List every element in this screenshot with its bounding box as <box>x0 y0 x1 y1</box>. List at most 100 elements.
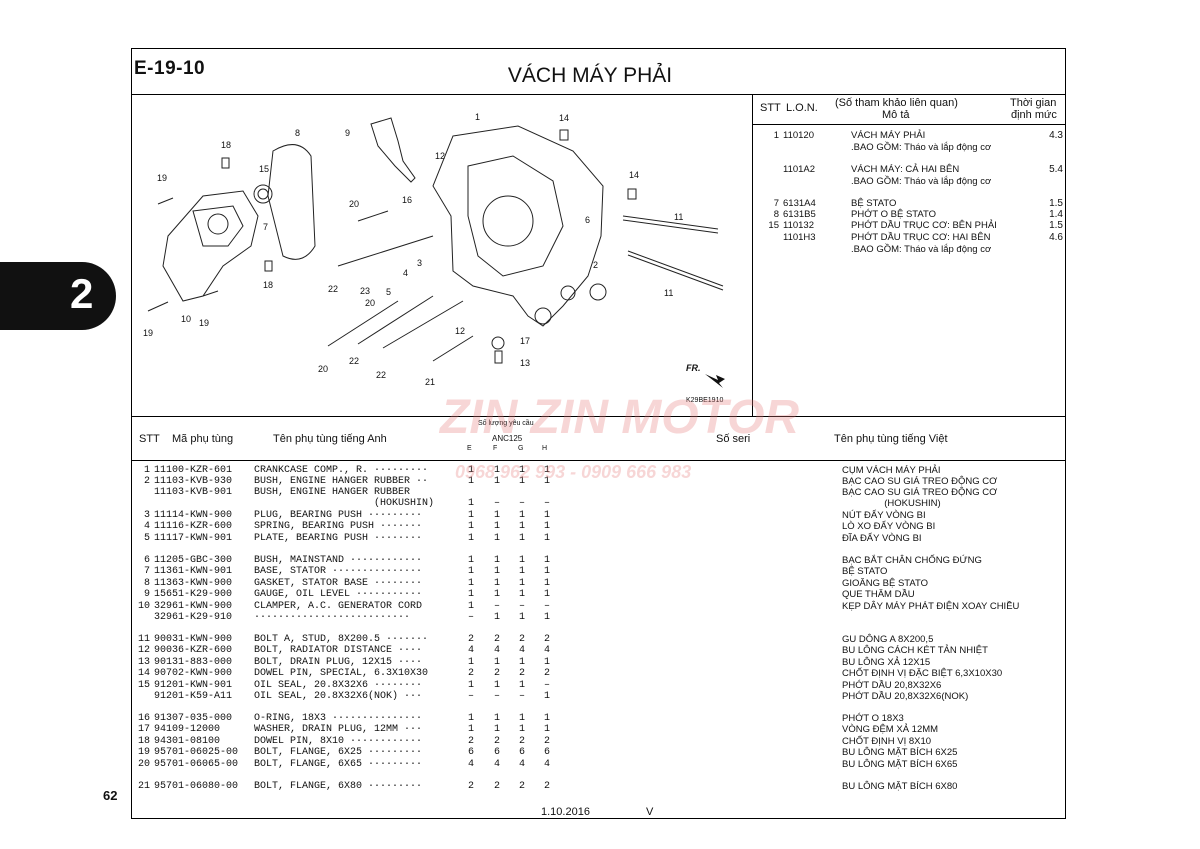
part-qty: – <box>543 680 550 691</box>
part-stt: 13 <box>137 657 150 668</box>
part-qty: 1 <box>543 510 550 521</box>
part-qty: 1 <box>467 566 474 577</box>
part-number: 11205-GBC-300 <box>154 555 233 566</box>
part-number: 95701-06080-00 <box>154 781 239 792</box>
part-name-vn: ĐĨA ĐẨY VÒNG BI <box>842 533 922 544</box>
part-qty: 4 <box>543 759 550 770</box>
front-arrow-label: FR. <box>686 363 701 373</box>
part-stt: 18 <box>137 736 150 747</box>
variant-h: H <box>542 445 548 452</box>
part-qty: 1 <box>467 713 474 724</box>
part-qty: 1 <box>467 476 474 487</box>
part-number: 94109-12000 <box>154 724 221 735</box>
part-name-en: (HOKUSHIN) <box>254 498 435 509</box>
part-stt: 4 <box>143 521 150 532</box>
callout: 4 <box>403 268 408 278</box>
part-qty: 1 <box>518 578 525 589</box>
part-qty: 2 <box>467 634 474 645</box>
part-qty: 4 <box>518 645 525 656</box>
part-number: 11100-KZR-601 <box>154 465 233 476</box>
model-name: ANC125 <box>492 434 523 443</box>
part-number: 90031-KWN-900 <box>154 634 233 645</box>
callout: 23 <box>360 286 370 296</box>
part-qty: 4 <box>493 759 500 770</box>
part-stt: 2 <box>143 476 150 487</box>
part-name-en: BOLT, RADIATOR DISTANCE ···· <box>254 645 423 656</box>
part-name-en: DOWEL PIN, 8X10 ············ <box>254 736 423 747</box>
part-name-en: OIL SEAL, 20.8X32X6 ········ <box>254 680 423 691</box>
page-frame <box>131 48 1066 819</box>
part-qty: 1 <box>493 533 500 544</box>
callout: 2 <box>593 260 598 270</box>
part-name-en: BUSH, MAINSTAND ············ <box>254 555 423 566</box>
part-qty: 1 <box>493 521 500 532</box>
callout: 16 <box>402 195 412 205</box>
part-number: 90702-KWN-900 <box>154 668 233 679</box>
part-name-vn: QUE THĂM DẦU <box>842 589 915 600</box>
part-stt: 5 <box>143 533 150 544</box>
part-qty: 1 <box>493 578 500 589</box>
part-qty: 2 <box>543 781 550 792</box>
part-name-vn: GU DÔNG A 8X200,5 <box>842 634 934 645</box>
part-qty: 1 <box>518 657 525 668</box>
part-qty: 2 <box>543 668 550 679</box>
part-name-vn: PHỚT O 18X3 <box>842 713 904 724</box>
part-qty: 1 <box>467 724 474 735</box>
callout: 14 <box>559 113 569 123</box>
callout: 18 <box>263 280 273 290</box>
part-name-en: GASKET, STATOR BASE ········ <box>254 578 423 589</box>
watermark-brand: ZIN ZIN MOTOR <box>440 391 800 444</box>
part-qty: 2 <box>493 634 500 645</box>
part-qty: 1 <box>543 555 550 566</box>
variant-g: G <box>518 445 524 452</box>
part-name-en: O-RING, 18X3 ··············· <box>254 713 423 724</box>
part-qty: 1 <box>518 465 525 476</box>
part-qty: – <box>493 498 500 509</box>
part-number: 11103-KVB-901 <box>154 487 233 498</box>
variant-f: F <box>493 445 498 452</box>
part-stt: 15 <box>137 680 150 691</box>
part-name-vn: BẠC BẮT CHÂN CHỐNG ĐỨNG <box>842 555 982 566</box>
part-number: 11363-KWN-900 <box>154 578 233 589</box>
callout: 21 <box>425 377 435 387</box>
part-name-en: BASE, STATOR ··············· <box>254 566 423 577</box>
part-qty: 1 <box>493 657 500 668</box>
part-qty: – <box>543 601 550 612</box>
part-qty: 1 <box>493 465 500 476</box>
part-name-en: BUSH, ENGINE HANGER RUBBER ·· <box>254 476 429 487</box>
callout: 19 <box>157 173 167 183</box>
callout: 6 <box>585 215 590 225</box>
part-stt: 1 <box>143 465 150 476</box>
callout: 19 <box>143 328 153 338</box>
col-name-en: Tên phụ tùng tiếng Anh <box>273 433 387 445</box>
col-part-no: Mã phụ tùng <box>172 433 234 445</box>
callout: 9 <box>345 128 350 138</box>
part-qty: 4 <box>467 759 474 770</box>
variant-e: E <box>467 445 472 452</box>
part-name-vn: CHỐT ĐỊNH VỊ 8X10 <box>842 736 932 747</box>
callout: 20 <box>318 364 328 374</box>
part-name-vn: BỆ STATO <box>842 566 888 577</box>
part-name-vn: BU LÔNG MẶT BÍCH 6X65 <box>842 759 958 770</box>
callout: 18 <box>221 140 231 150</box>
exploded-parts-diagram: 1 2 3 4 5 6 7 8 9 10 11 11 12 12 13 14 1… <box>143 112 725 404</box>
callout: 3 <box>417 258 422 268</box>
part-name-en: GAUGE, OIL LEVEL ··········· <box>254 589 423 600</box>
part-qty: 1 <box>518 713 525 724</box>
part-name-vn: BU LÔNG MẶT BÍCH 6X80 <box>842 781 958 792</box>
part-qty: 1 <box>518 724 525 735</box>
lon-code-header: L.O.N. <box>786 102 818 114</box>
part-qty: 4 <box>493 645 500 656</box>
part-number: 91307-035-000 <box>154 713 233 724</box>
part-qty: 1 <box>543 566 550 577</box>
part-qty: 1 <box>467 533 474 544</box>
lon-desc-header: Mô tả <box>882 109 910 121</box>
section-tab: 2 <box>0 262 116 330</box>
part-qty: 1 <box>518 555 525 566</box>
part-qty: – <box>493 601 500 612</box>
part-qty: 2 <box>493 668 500 679</box>
lon-time-header: định mức <box>1011 109 1057 121</box>
part-qty: 1 <box>518 589 525 600</box>
part-qty: 2 <box>467 736 474 747</box>
part-number: 95701-06025-00 <box>154 747 239 758</box>
